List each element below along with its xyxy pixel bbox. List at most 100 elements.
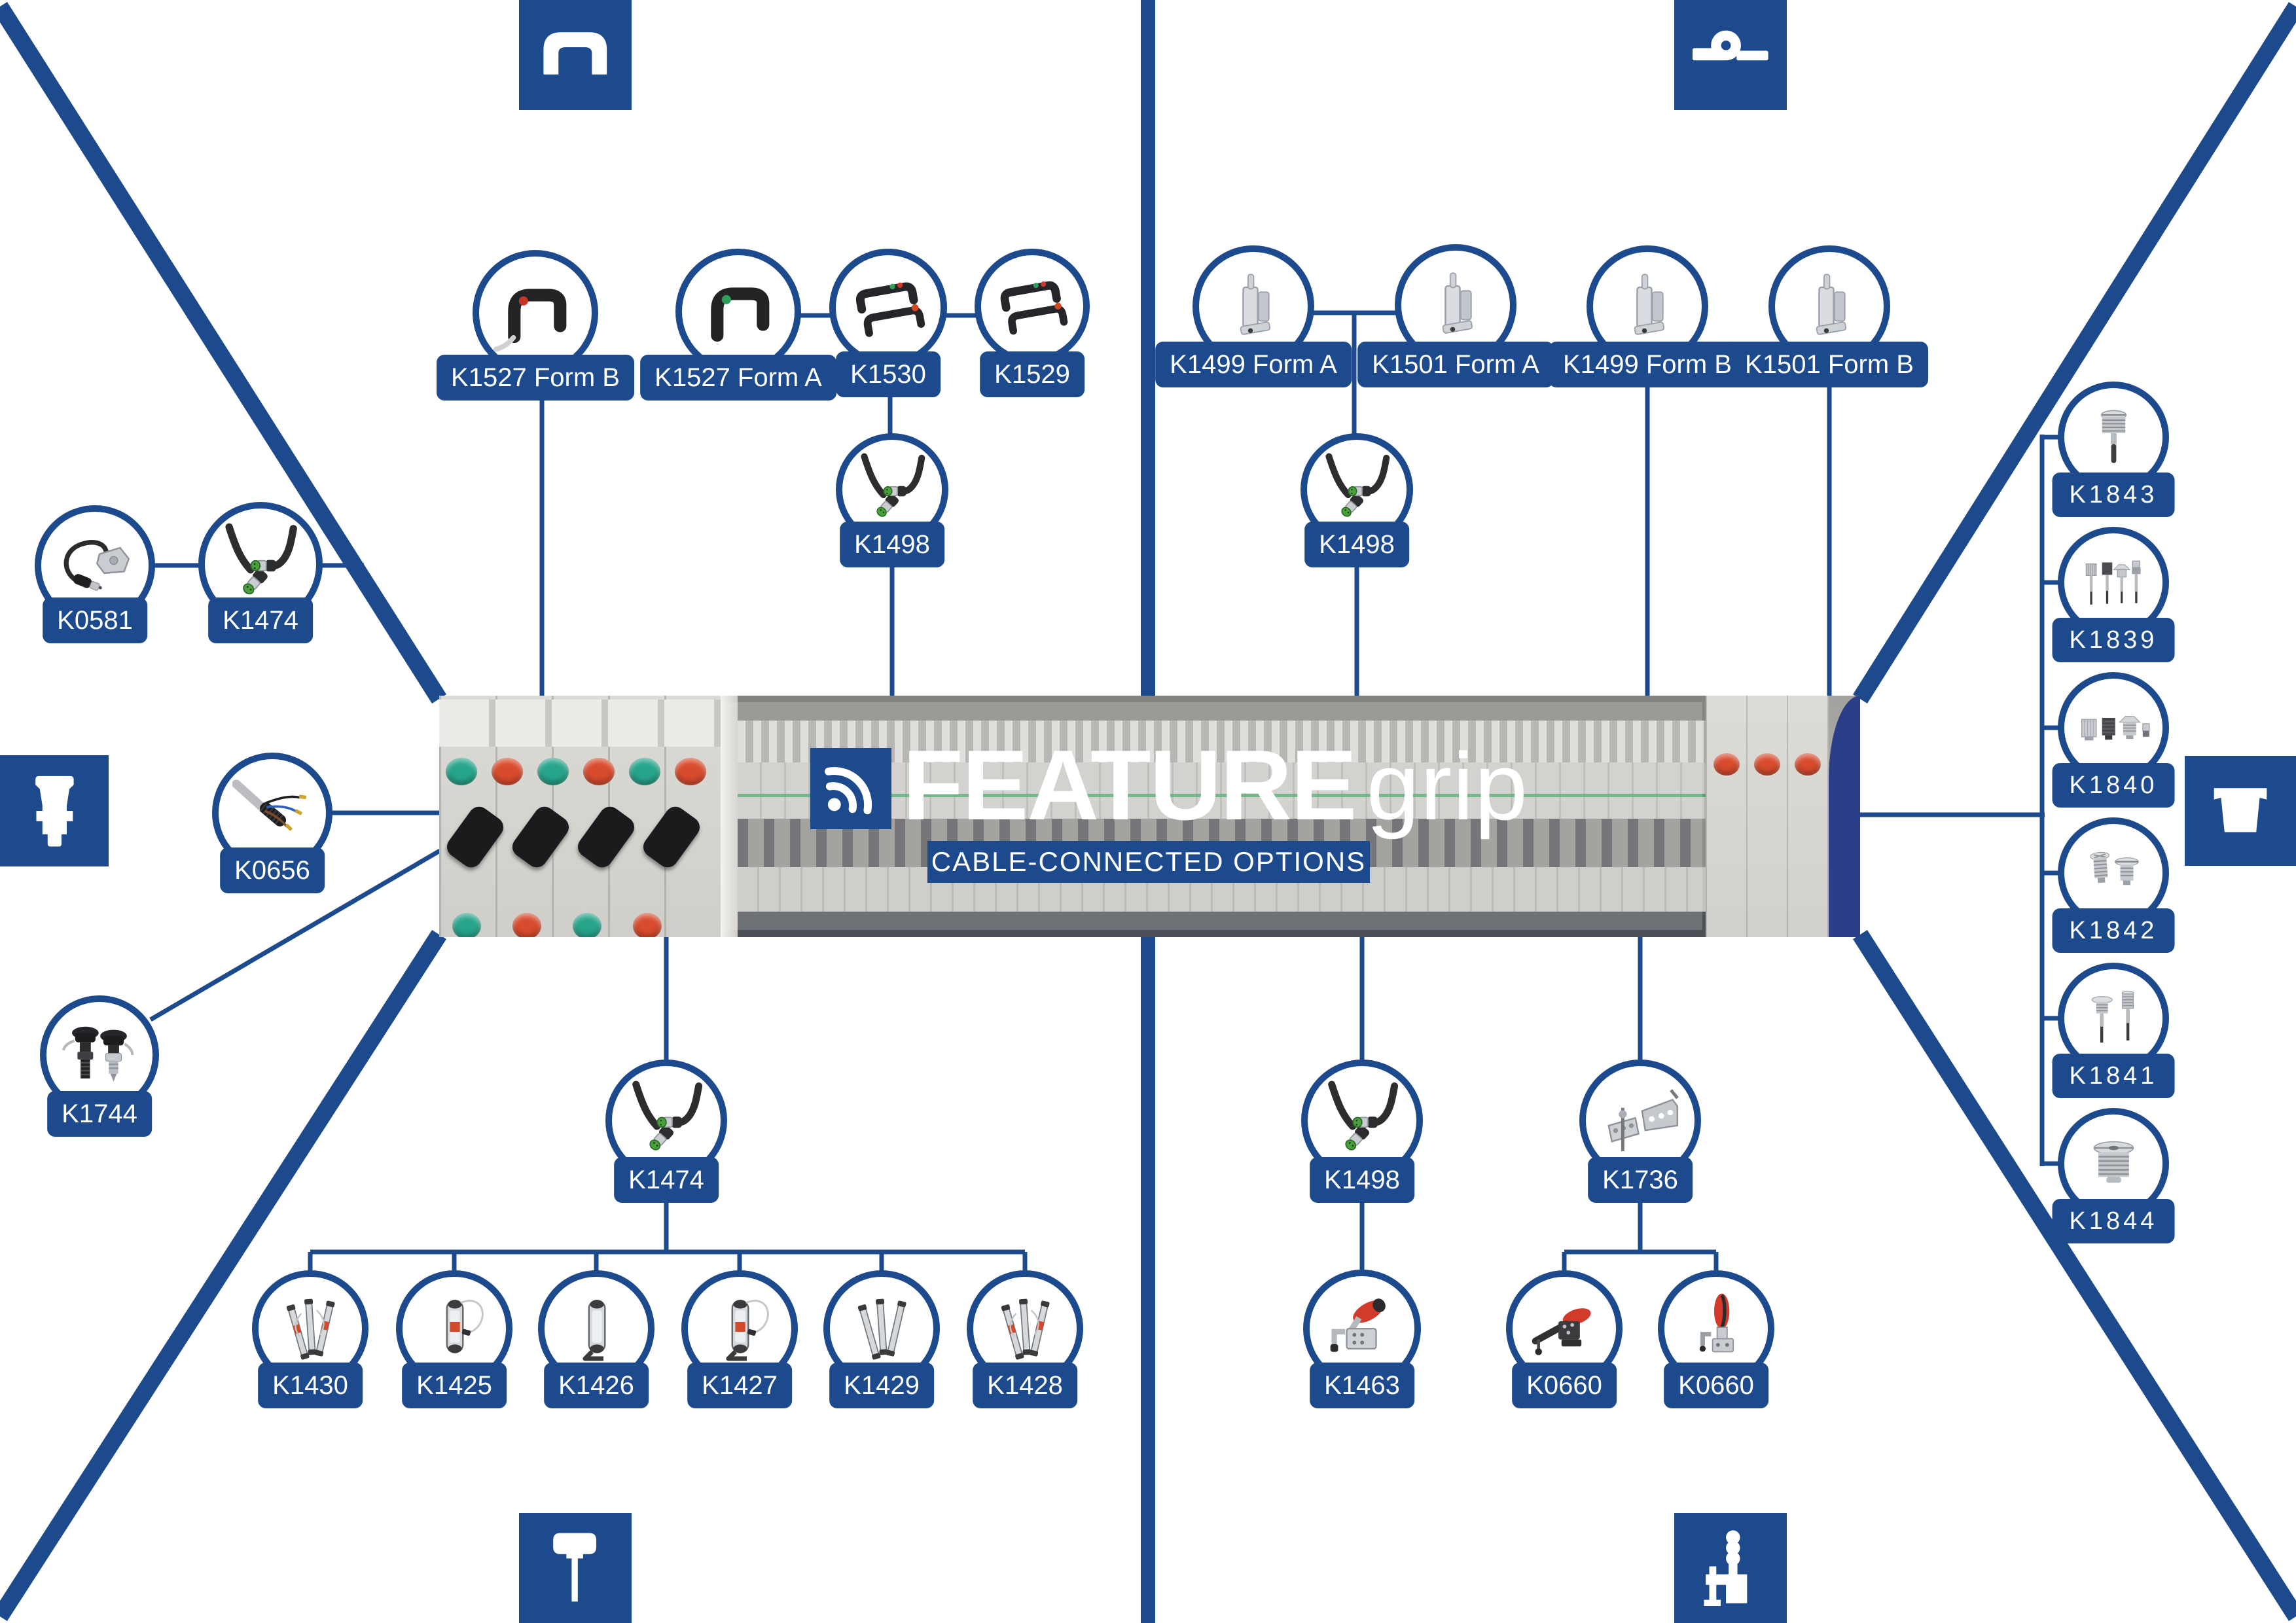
bridge-handle-icon [519, 0, 632, 110]
cabinet-button [633, 913, 662, 937]
cabinet-button [1795, 753, 1821, 776]
part-label-k1429[interactable]: K1429 [829, 1363, 934, 1408]
part-label-k1736[interactable]: K1736 [1588, 1157, 1693, 1203]
part-label-k0581[interactable]: K0581 [43, 597, 147, 643]
tube-handle-icon [519, 1513, 632, 1623]
tagline-banner: CABLE-CONNECTED OPTIONS [927, 841, 1370, 883]
part-label-k0656[interactable]: K0656 [220, 847, 325, 893]
threaded-plug-wire-glyph [2100, 410, 2126, 463]
part-label-k1427[interactable]: K1427 [687, 1363, 792, 1408]
toggle-clamp-vertical-glyph [1699, 1293, 1734, 1352]
cabinet-knob [639, 802, 704, 872]
part-label-k1530[interactable]: K1530 [836, 351, 941, 397]
tube-handles-cables-glyph [286, 1298, 335, 1360]
part-label-k0660-vertical[interactable]: K0660 [1664, 1363, 1768, 1408]
cabinet-photo-band [738, 696, 1706, 721]
product-image-k1529[interactable] [975, 249, 1090, 364]
cabinet-button [1713, 753, 1740, 776]
part-label-k1474-bottom[interactable]: K1474 [614, 1157, 719, 1203]
part-label-k1841[interactable]: K1841 [2052, 1054, 2175, 1098]
cabinet-left-panel [439, 696, 721, 937]
cabinet-button [583, 758, 615, 785]
feature-banner: FEATURE grip CABLE-CONNECTED OPTIONS [439, 696, 1860, 937]
indexing-plunger-icon [0, 755, 109, 866]
part-label-k1463[interactable]: K1463 [1310, 1363, 1414, 1408]
part-label-k1501-form-a[interactable]: K1501 Form A [1357, 342, 1554, 387]
part-label-k1527-form-b[interactable]: K1527 Form B [437, 355, 634, 401]
cable-connectors-glyph [225, 523, 297, 595]
rss-signal-icon [810, 748, 891, 829]
cabinet-button [1754, 753, 1780, 776]
cabinet-knob [508, 802, 573, 872]
part-label-k1843[interactable]: K1843 [2052, 473, 2175, 517]
toggle-clamp-mini-glyph [1330, 1298, 1386, 1352]
cabinet-button [675, 758, 706, 785]
part-label-k1844[interactable]: K1844 [2052, 1199, 2175, 1243]
part-label-k1498-top-left[interactable]: K1498 [840, 522, 944, 567]
tube-handle-plain-glyph [582, 1299, 606, 1361]
tube-handles-plain-glyph [857, 1298, 906, 1360]
part-label-k1842[interactable]: K1842 [2052, 908, 2175, 953]
cabinet-button [492, 758, 523, 785]
plunger-pair-glyph [62, 1026, 134, 1082]
logo-title: FEATURE [903, 730, 1357, 841]
cabinet-button [452, 913, 481, 937]
hinge-silver-glyph [1816, 273, 1846, 335]
tube-handle-red-cable-glyph [446, 1299, 484, 1353]
part-label-k1527-form-a[interactable]: K1527 Form A [640, 355, 836, 401]
cabinet-module-strip [439, 700, 721, 747]
part-label-k0660-horizontal[interactable]: K0660 [1512, 1363, 1617, 1408]
handle-arch-pair-glyph [855, 282, 925, 337]
cabinet-button [537, 758, 569, 785]
cabinet-blue-door [1829, 696, 1860, 937]
part-label-k1428[interactable]: K1428 [973, 1363, 1077, 1408]
cabinet-button [446, 758, 477, 785]
featuregrip-logo: FEATURE grip [903, 730, 1528, 841]
threaded-plug-large-glyph [2093, 1141, 2134, 1183]
part-label-k1499-form-b[interactable]: K1499 Form B [1549, 342, 1746, 387]
cabinet-breaker-row [738, 762, 1706, 819]
part-label-k1430[interactable]: K1430 [258, 1363, 363, 1408]
handle-arch-pair-glyph [1000, 281, 1068, 335]
cable-connectors-glyph [1325, 453, 1390, 517]
part-label-k1744[interactable]: K1744 [47, 1091, 152, 1137]
tube-handle-red-cable-foot-glyph [725, 1299, 769, 1361]
cable-bare-wires-glyph [232, 779, 307, 831]
product-image-k1530[interactable] [829, 249, 947, 366]
part-label-k1839[interactable]: K1839 [2052, 618, 2175, 662]
cabinet-button [629, 758, 660, 785]
cable-sensor-glyph [63, 540, 130, 592]
handle-arch-red-cable-glyph [493, 289, 567, 352]
tube-handles-cables-glyph [1001, 1298, 1050, 1360]
cable-connectors-glyph [861, 453, 925, 517]
part-label-k1501-form-b[interactable]: K1501 Form B [1731, 342, 1928, 387]
toggle-clamp-horizontal-glyph [1532, 1308, 1591, 1355]
hinge-silver-glyph [1634, 273, 1664, 335]
cabinet-photo-band [738, 912, 1706, 937]
hinge-silver-glyph [1442, 272, 1473, 334]
part-label-k1426[interactable]: K1426 [544, 1363, 649, 1408]
product-image-k1527-form-a[interactable] [675, 249, 801, 374]
mounting-brackets-glyph [1607, 1088, 1679, 1151]
cabinet-button [512, 913, 541, 937]
logo-subtitle: grip [1366, 733, 1528, 840]
cable-connectors-glyph [632, 1080, 702, 1150]
part-label-k1474-left[interactable]: K1474 [208, 597, 313, 643]
cabinet-green-stripe [738, 794, 1706, 797]
part-label-k1498-bottom[interactable]: K1498 [1310, 1157, 1414, 1203]
threaded-plugs-glyph [2081, 715, 2149, 740]
part-label-k1529[interactable]: K1529 [980, 351, 1085, 397]
toggle-clamp-icon [1674, 1513, 1787, 1623]
part-label-k1499-form-a[interactable]: K1499 Form A [1155, 342, 1352, 387]
handle-arch-green-glyph [711, 287, 770, 342]
cabinet-panel-edge [721, 696, 738, 937]
part-label-k1840[interactable]: K1840 [2052, 763, 2175, 808]
grub-screws-wire-glyph [2091, 990, 2134, 1043]
hinge-icon [1674, 0, 1787, 110]
cabinet-knob [442, 802, 508, 872]
hinge-silver-glyph [1240, 273, 1270, 335]
part-label-k1425[interactable]: K1425 [402, 1363, 507, 1408]
cable-connectors-glyph [1327, 1080, 1398, 1150]
part-label-k1498-top-right[interactable]: K1498 [1304, 522, 1409, 567]
